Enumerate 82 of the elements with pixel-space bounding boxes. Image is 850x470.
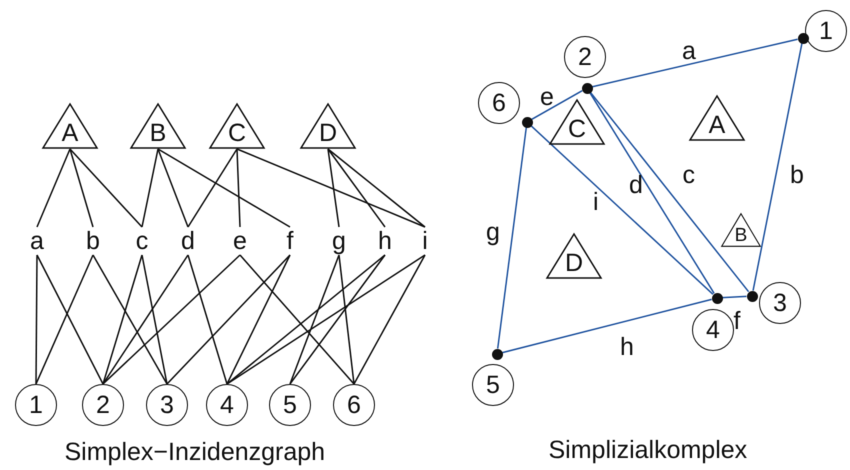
vertex-circle: 1 xyxy=(15,384,57,426)
incidence-line xyxy=(236,148,241,228)
incidence-line xyxy=(187,254,228,384)
simplex-edge xyxy=(530,125,714,295)
triangle-node: B xyxy=(721,213,761,247)
vertex-circle: 2 xyxy=(564,36,606,78)
simplex-edge xyxy=(752,43,803,291)
edge-label: g xyxy=(486,220,500,244)
incidence-line xyxy=(327,148,386,228)
edge-letter: i xyxy=(416,227,434,255)
incidence-line xyxy=(187,148,238,228)
incidence-line xyxy=(226,254,386,385)
vertex-dot xyxy=(582,82,592,94)
incidence-line xyxy=(236,148,426,228)
vertex-dot xyxy=(746,290,758,302)
vertex-dot xyxy=(522,116,532,128)
incidence-line xyxy=(102,254,189,384)
caption: Simplizialkomplex xyxy=(548,438,748,462)
incidence-line xyxy=(69,148,143,228)
triangle-node: C xyxy=(209,103,265,149)
triangle-node: A xyxy=(42,103,98,149)
triangle-node: D xyxy=(546,233,602,279)
incidence-line xyxy=(102,254,143,384)
edge-letter: c xyxy=(133,227,151,255)
simplex-edge xyxy=(502,298,712,354)
vertex-circle: 3 xyxy=(759,282,801,324)
vertex-circle: 1 xyxy=(805,10,847,52)
edge-letter: g xyxy=(330,227,348,255)
incidence-line xyxy=(328,148,426,228)
incidence-line xyxy=(36,148,71,228)
vertex-circle: 2 xyxy=(82,384,124,426)
edge-label: f xyxy=(734,308,740,334)
simplex-edge xyxy=(589,92,715,294)
simplex-edge xyxy=(590,92,750,292)
vertex-circle: 5 xyxy=(269,384,311,426)
vertex-circle: 6 xyxy=(478,82,520,124)
incidence-line xyxy=(102,254,241,385)
vertex-circle: 6 xyxy=(333,384,375,426)
simplex-edge xyxy=(496,127,528,349)
incidence-line xyxy=(166,254,291,385)
incidence-line xyxy=(69,148,94,228)
caption: Simplex−Inzidenzgraph xyxy=(64,440,326,464)
edge-label: b xyxy=(790,162,804,188)
incidence-line xyxy=(226,254,291,384)
vertex-dot xyxy=(712,292,722,304)
incidence-line xyxy=(141,254,168,384)
edge-letter: h xyxy=(376,227,394,255)
incidence-line xyxy=(157,148,189,228)
edge-label: i xyxy=(593,190,599,214)
edge-letter: f xyxy=(281,227,299,255)
vertex-circle: 4 xyxy=(206,384,248,426)
triangle-node: A xyxy=(689,95,745,141)
edge-label: d xyxy=(629,172,643,198)
incidence-line xyxy=(327,148,340,228)
incidence-line xyxy=(158,148,290,228)
edge-letter: e xyxy=(231,227,249,255)
vertex-circle: 3 xyxy=(146,384,188,426)
incidence-line xyxy=(289,254,386,384)
simplex-edge xyxy=(592,38,798,88)
edge-letter: d xyxy=(179,227,197,255)
incidence-line xyxy=(338,254,355,384)
edge-label: c xyxy=(682,162,695,188)
incidence-line xyxy=(289,254,340,384)
incidence-line xyxy=(141,148,159,228)
edge-letter: a xyxy=(28,227,46,255)
triangle-node: D xyxy=(300,103,356,149)
incidence-line xyxy=(92,254,168,384)
incidence-line xyxy=(226,254,426,385)
edge-label: a xyxy=(682,38,696,64)
edge-letter: b xyxy=(84,227,102,255)
incidence-line xyxy=(35,255,38,384)
vertex-circle: 4 xyxy=(692,309,734,351)
incidence-line xyxy=(36,254,104,384)
simplex-edge xyxy=(531,90,583,120)
triangle-node: B xyxy=(130,103,186,149)
vertex-dot xyxy=(798,32,808,44)
vertex-dot xyxy=(492,348,502,360)
simplex-edge xyxy=(722,296,747,298)
incidence-line xyxy=(353,254,426,384)
edge-label: h xyxy=(620,334,634,360)
vertex-circle: 5 xyxy=(472,364,514,406)
incidence-line xyxy=(239,254,355,384)
